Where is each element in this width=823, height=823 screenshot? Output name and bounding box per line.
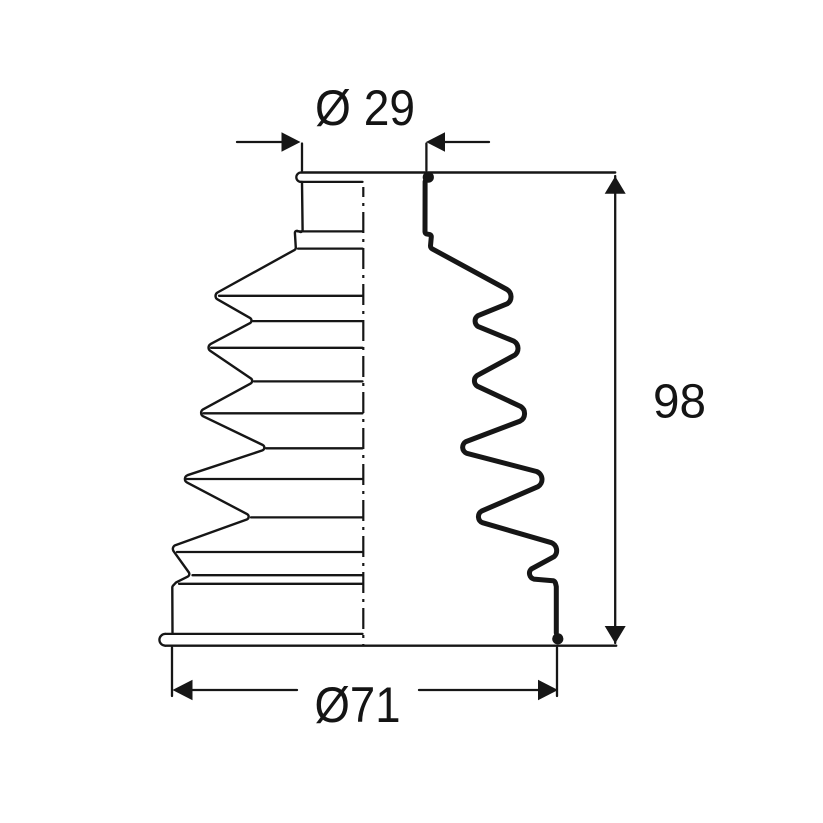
svg-text:Ø 29: Ø 29: [315, 80, 415, 136]
svg-text:Ø71: Ø71: [315, 677, 401, 733]
svg-text:98: 98: [653, 375, 706, 429]
